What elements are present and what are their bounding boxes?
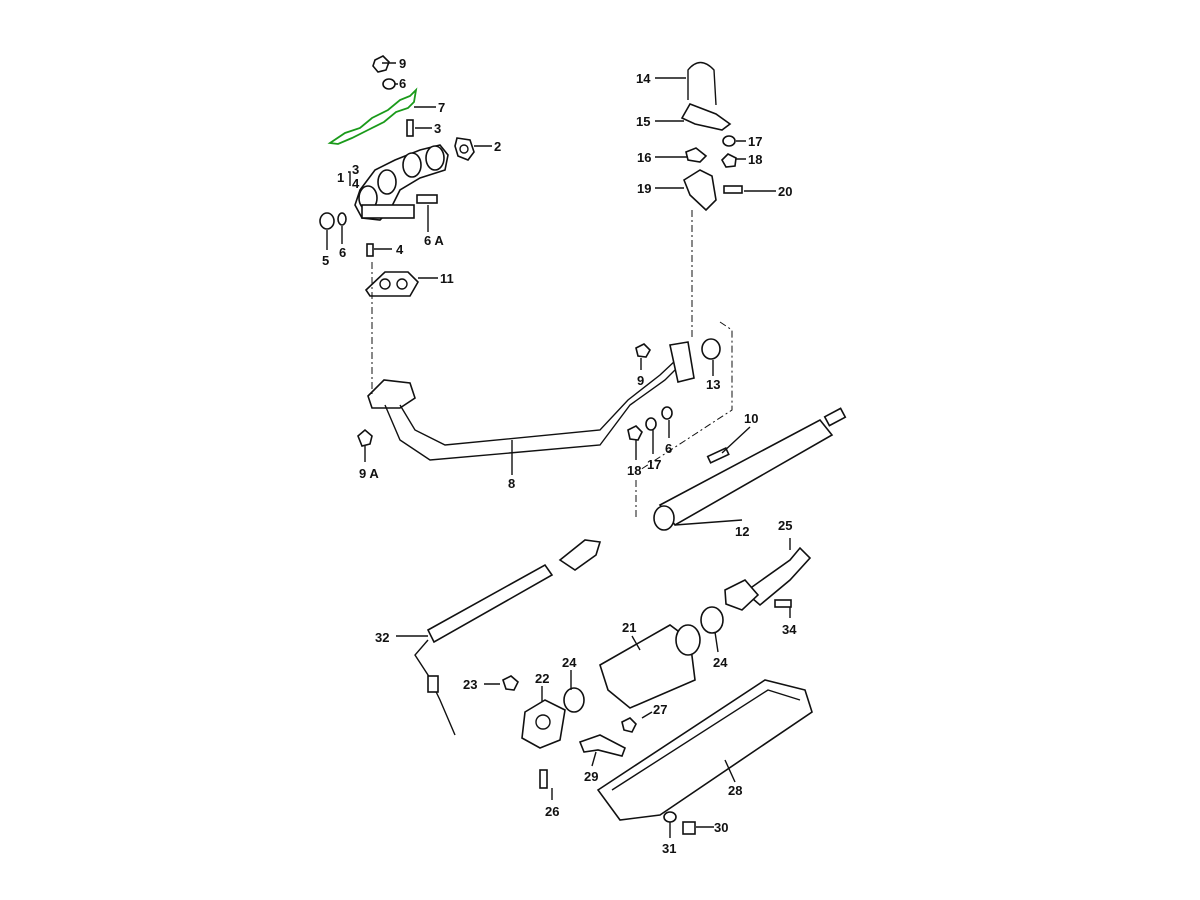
callout-18: 18 [748, 152, 762, 167]
callout-12: 12 [735, 524, 749, 539]
part-27-nut[interactable] [621, 717, 637, 733]
part-17-washer-hanger[interactable] [722, 135, 736, 147]
callout-29: 29 [584, 769, 598, 784]
callout-27: 27 [653, 702, 667, 717]
part-5-nut[interactable] [319, 212, 335, 230]
part-17-washer[interactable] [645, 417, 657, 431]
part-6a-stud[interactable] [416, 194, 438, 204]
callout-6: 6 [399, 76, 406, 91]
part-32-oxygen-sensor[interactable] [414, 539, 602, 736]
callout-26: 26 [545, 804, 559, 819]
callout-32: 32 [375, 630, 389, 645]
part-19-bracket[interactable] [683, 169, 717, 212]
part-22-flange[interactable] [521, 699, 566, 749]
callout-17: 17 [748, 134, 762, 149]
callout-16: 16 [637, 150, 651, 165]
callout-11: 11 [440, 271, 454, 286]
part-34-bolt[interactable] [774, 599, 792, 608]
callout-6-pipe: 6 [665, 441, 672, 456]
part-24-gasket[interactable] [563, 687, 585, 713]
part-15-bracket[interactable] [680, 103, 732, 131]
part-13-gasket[interactable] [701, 338, 721, 360]
part-1-exhaust-manifold[interactable] [354, 144, 449, 221]
part-9-nut[interactable] [372, 55, 390, 73]
callout-31: 31 [662, 841, 676, 856]
callout-21: 21 [622, 620, 636, 635]
part-24-gasket-right[interactable] [700, 606, 724, 634]
callout-20: 20 [778, 184, 792, 199]
callout-34: 34 [782, 622, 797, 637]
callout-22: 22 [535, 671, 549, 686]
callout-3-sub: 3 [352, 162, 359, 177]
callout-5: 5 [322, 253, 329, 268]
callout-1: 1 [337, 170, 344, 185]
part-20-bolt[interactable] [723, 185, 743, 194]
part-2-gasket[interactable] [454, 137, 475, 161]
part-23-nut[interactable] [502, 675, 519, 691]
part-30-bolt[interactable] [682, 821, 696, 835]
callout-25: 25 [778, 518, 792, 533]
callout-7: 7 [438, 100, 445, 115]
callout-4-sub: 4 [352, 176, 360, 191]
callout-23: 23 [463, 677, 477, 692]
callout-9-pipe: 9 [637, 373, 644, 388]
callout-6a: 6 A [424, 233, 444, 248]
callout-9: 9 [399, 56, 406, 71]
callout-9a: 9 A [359, 466, 379, 481]
part-26-bolt[interactable] [539, 769, 548, 789]
callout-3: 3 [434, 121, 441, 136]
callout-2: 2 [494, 139, 501, 154]
part-6-washer[interactable] [382, 78, 396, 90]
callout-8: 8 [508, 476, 515, 491]
callout-15: 15 [636, 114, 650, 129]
part-18-nut[interactable] [627, 425, 643, 441]
callout-24-right: 24 [713, 655, 728, 670]
part-18-nut-hanger[interactable] [721, 153, 737, 168]
part-11-gasket[interactable] [364, 271, 419, 297]
callout-30: 30 [714, 820, 728, 835]
part-25-tailpipe[interactable] [724, 546, 812, 611]
part-29-bracket[interactable] [578, 734, 626, 757]
part-8-front-pipe[interactable] [367, 341, 695, 461]
part-7-heat-shield[interactable] [327, 87, 418, 145]
part-3-stud[interactable] [406, 119, 414, 137]
part-6-washer-pipe[interactable] [661, 406, 673, 420]
part-9-nut-right[interactable] [635, 343, 651, 358]
part-9a-nut[interactable] [357, 428, 373, 447]
callout-19: 19 [637, 181, 651, 196]
callout-6-lower: 6 [339, 245, 346, 260]
callout-18-pipe: 18 [627, 463, 641, 478]
part-6-washer-lower[interactable] [337, 212, 347, 226]
part-4-stud[interactable] [366, 243, 374, 257]
part-14-u-bolt[interactable] [687, 61, 717, 106]
part-12-muffler[interactable] [653, 407, 847, 531]
part-21-catalytic-converter[interactable] [599, 624, 701, 709]
callout-4: 4 [396, 242, 404, 257]
callout-28: 28 [728, 783, 742, 798]
part-31-washer[interactable] [663, 811, 677, 823]
callout-14: 14 [636, 71, 651, 86]
callout-17-pipe: 17 [647, 457, 661, 472]
callout-10: 10 [744, 411, 758, 426]
callout-13: 13 [706, 377, 720, 392]
callout-24-left: 24 [562, 655, 577, 670]
part-16-rubber-mount[interactable] [685, 147, 708, 163]
part-28-heat-shield[interactable] [596, 679, 813, 821]
